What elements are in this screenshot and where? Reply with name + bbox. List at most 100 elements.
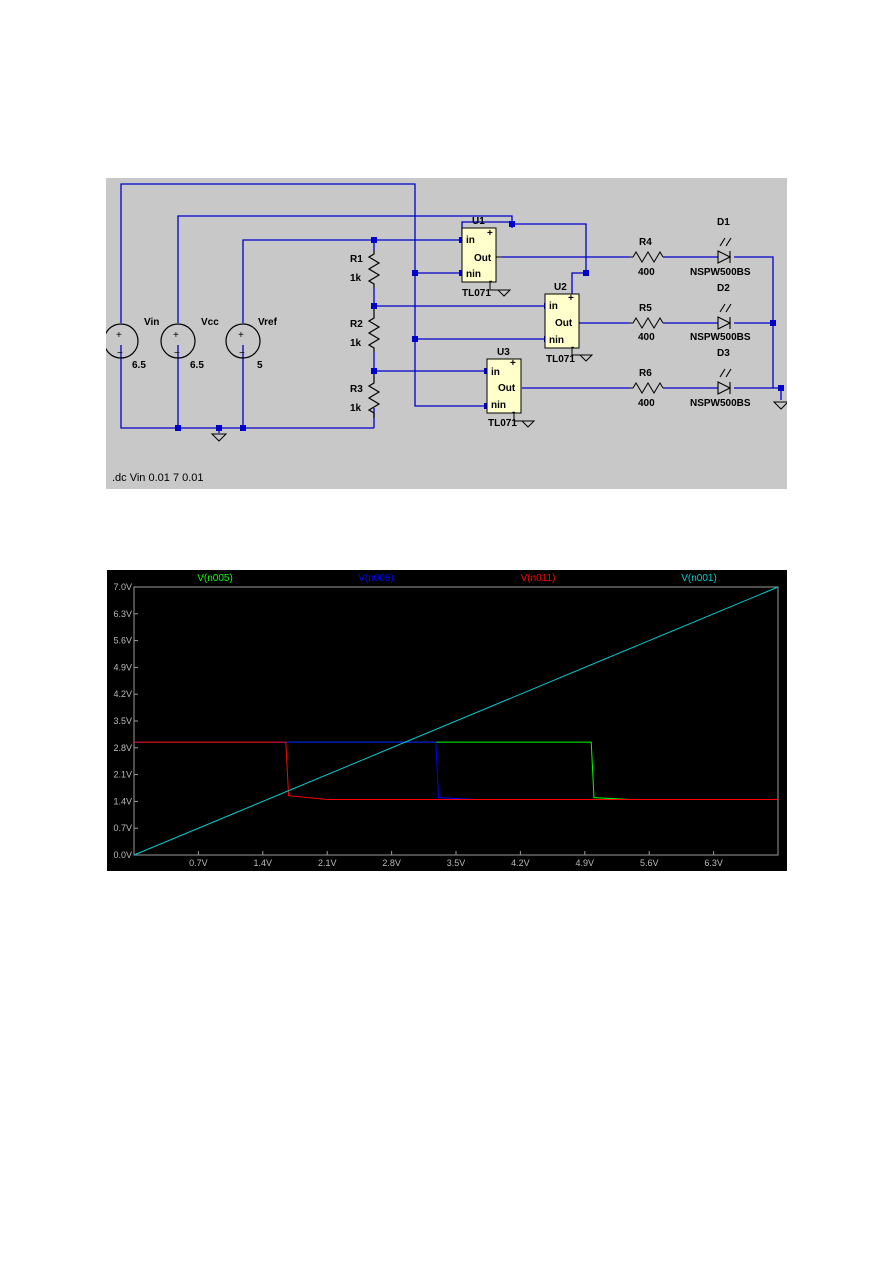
schematic-drawing: + − + − + − Vin 6.5 Vcc 6.5 Vref 5 R1 1k…	[106, 183, 787, 484]
opamp-name: U2	[554, 282, 567, 293]
x-tick-label: 4.9V	[576, 858, 595, 868]
y-axis-ticks: 0.0V0.7V1.4V2.1V2.8V3.5V4.2V4.9V5.6V6.3V…	[113, 582, 138, 860]
source-name: Vref	[258, 317, 278, 328]
opamp-pin-in: in	[466, 235, 475, 246]
resistor-name: R4	[639, 237, 652, 248]
source-name: Vcc	[201, 317, 219, 328]
ground-icon	[578, 354, 594, 362]
source-value: 6.5	[132, 360, 146, 371]
opamp-plus: +	[510, 358, 516, 369]
x-tick-label: 5.6V	[640, 858, 659, 868]
opamp-name: U3	[497, 347, 510, 358]
waveform-svg: V(n005)V(n008)V(n011)V(n001) 0.0V0.7V1.4…	[113, 573, 779, 868]
resistor-value: 1k	[350, 403, 362, 414]
resistor-value: 400	[638, 267, 655, 278]
legend: V(n005) V(n008) V(n011) V(n001)	[197, 573, 717, 584]
resistor-value: 1k	[350, 338, 362, 349]
resistor-name: R5	[639, 303, 652, 314]
opamp-plus: +	[568, 293, 574, 304]
resistor-r4-symbol	[629, 251, 664, 263]
y-tick-label: 6.3V	[113, 609, 132, 619]
legend-entry[interactable]: V(n008)	[358, 573, 394, 584]
opamp-pin-out: Out	[498, 383, 516, 394]
voltage-source-vcc: + −	[160, 323, 196, 359]
y-tick-label: 0.7V	[113, 823, 132, 833]
opamp-pin-nin: nin	[549, 335, 564, 346]
legend-entry[interactable]: V(n011)	[521, 573, 556, 584]
y-tick-label: 2.8V	[113, 743, 132, 753]
y-tick-label: 4.2V	[113, 689, 132, 699]
y-tick-label: 7.0V	[113, 582, 132, 592]
y-tick-label: 4.9V	[113, 662, 132, 672]
schematic-panel: + − + − + − Vin 6.5 Vcc 6.5 Vref 5 R1 1k…	[106, 178, 787, 489]
diode-model: NSPW500BS	[690, 267, 751, 278]
diode-name: D1	[717, 217, 730, 228]
x-tick-label: 2.8V	[382, 858, 401, 868]
resistor-r6-symbol	[629, 382, 664, 394]
svg-text:−: −	[239, 348, 245, 359]
legend-entry[interactable]: V(n005)	[197, 573, 233, 584]
series-lines	[133, 586, 779, 856]
resistor-value: 400	[638, 332, 655, 343]
opamp-u1-body	[461, 227, 497, 283]
source-value: 5	[257, 360, 263, 371]
x-tick-label: 1.4V	[254, 858, 273, 868]
resistor-r1-symbol	[367, 250, 381, 288]
led-d2-symbol	[717, 303, 732, 330]
series-line-vn008	[134, 741, 778, 800]
legend-entry[interactable]: V(n001)	[681, 573, 717, 584]
x-tick-label: 6.3V	[704, 858, 723, 868]
resistor-r2-symbol	[367, 309, 381, 352]
opamp-plus: +	[487, 228, 493, 239]
opamp-minus: -	[512, 407, 515, 418]
voltage-source-vref: + −	[225, 323, 261, 359]
spice-directive: .dc Vin 0.01 7 0.01	[112, 472, 204, 484]
opamp-name: U1	[472, 216, 485, 227]
opamp-minus: -	[571, 342, 574, 353]
x-tick-label: 2.1V	[318, 858, 337, 868]
resistor-name: R2	[350, 319, 363, 330]
opamp-u3-body	[486, 358, 522, 414]
opamp-pin-out: Out	[555, 318, 573, 329]
opamp-pin-in: in	[491, 367, 500, 378]
x-tick-label: 0.7V	[189, 858, 208, 868]
series-line-vn011	[134, 741, 778, 800]
opamp-pin-nin: nin	[491, 400, 506, 411]
diode-model: NSPW500BS	[690, 332, 751, 343]
diode-name: D2	[717, 283, 730, 294]
opamp-model: TL071	[546, 354, 575, 365]
resistor-name: R6	[639, 368, 652, 379]
voltage-source-vin: + −	[106, 323, 139, 359]
svg-text:+: +	[238, 330, 244, 341]
diode-model: NSPW500BS	[690, 398, 751, 409]
opamp-pin-in: in	[549, 301, 558, 312]
resistor-value: 1k	[350, 273, 362, 284]
resistor-r3-symbol	[367, 374, 381, 418]
ground-icon	[520, 420, 536, 428]
diode-name: D3	[717, 348, 730, 359]
led-d1-symbol	[717, 237, 732, 264]
resistor-name: R1	[350, 254, 363, 265]
opamp-pin-nin: nin	[466, 269, 481, 280]
ground-icon	[210, 433, 228, 442]
source-name: Vin	[144, 317, 159, 328]
svg-text:+: +	[173, 330, 179, 341]
resistor-name: R3	[350, 384, 363, 395]
x-tick-label: 3.5V	[447, 858, 466, 868]
resistor-value: 400	[638, 398, 655, 409]
y-tick-label: 1.4V	[113, 796, 132, 806]
series-line-vn001	[133, 586, 779, 856]
source-value: 6.5	[190, 360, 204, 371]
svg-text:−: −	[174, 348, 180, 359]
wires	[120, 183, 782, 433]
series-line-vn005	[134, 741, 778, 800]
svg-text:−: −	[117, 348, 123, 359]
opamp-minus: -	[489, 276, 492, 287]
opamp-u2-body	[544, 293, 580, 349]
opamp-pin-out: Out	[474, 253, 492, 264]
resistor-r5-symbol	[629, 317, 664, 329]
opamp-model: TL071	[488, 418, 517, 429]
y-tick-label: 5.6V	[113, 636, 132, 646]
